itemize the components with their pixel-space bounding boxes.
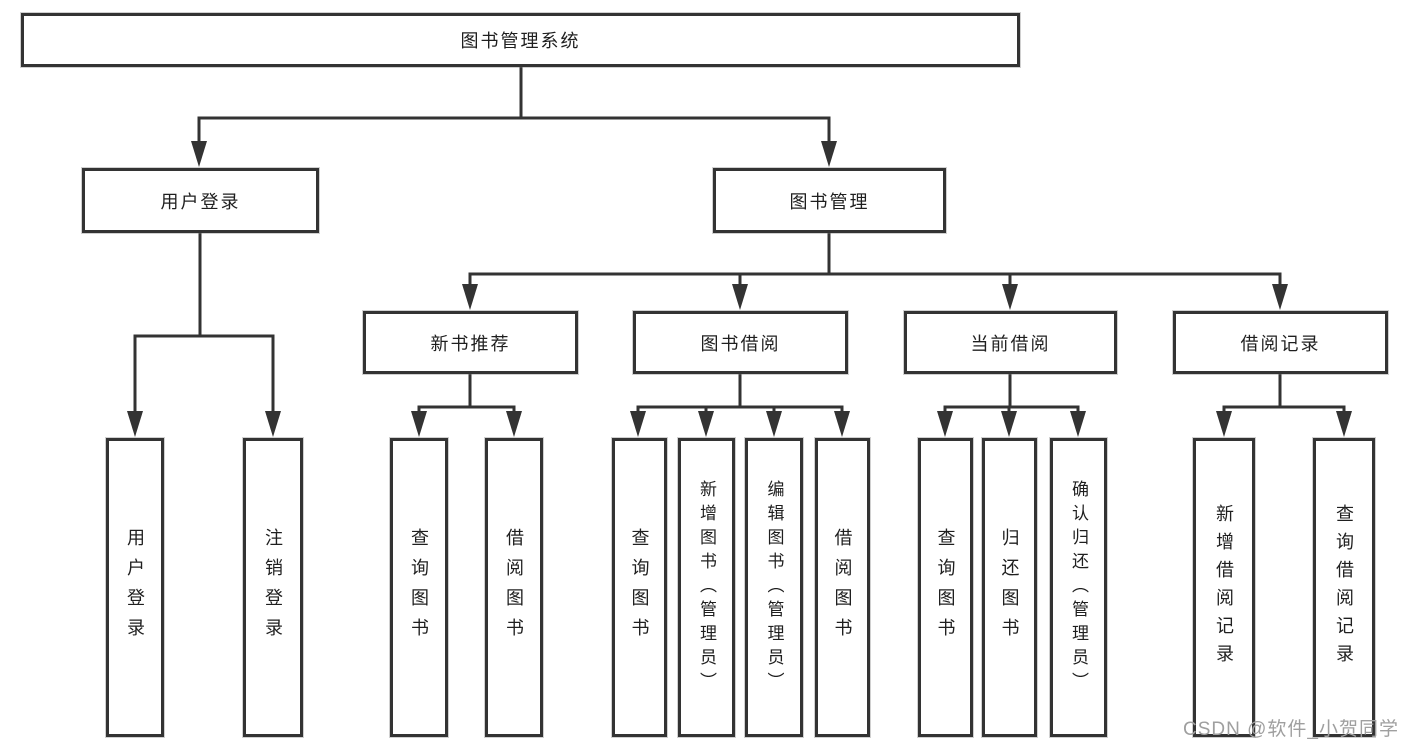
arrowhead (630, 411, 646, 437)
arrowhead (834, 411, 850, 437)
node-label: 当前借阅 (970, 333, 1051, 354)
node-leaf-edit-books-admin: 编辑图书（管理员） (745, 438, 803, 737)
node-library-system: 图书管理系统 (21, 13, 1020, 67)
arrowhead (1216, 411, 1232, 437)
node-label: 查询图书 (409, 527, 429, 648)
node-new-book-recommend: 新书推荐 (363, 311, 578, 374)
node-label: 借阅记录 (1240, 333, 1321, 354)
node-leaf-user-login: 用户登录 (106, 438, 164, 737)
node-book-borrowing: 图书借阅 (633, 311, 848, 374)
node-label: 新书推荐 (430, 333, 511, 354)
node-leaf-newbook-query-books: 查询图书 (390, 438, 448, 737)
arrowhead (1001, 411, 1017, 437)
node-leaf-add-borrow-record: 新增借阅记录 (1193, 438, 1255, 737)
node-label: 新增借阅记录 (1214, 503, 1234, 672)
node-label: 编辑图书（管理员） (764, 479, 784, 696)
csdn-watermark: CSDN @软件_小贺同学 (1183, 719, 1399, 740)
node-leaf-return-books: 归还图书 (982, 438, 1037, 737)
node-leaf-confirm-return-admin: 确认归还（管理员） (1050, 438, 1107, 737)
arrowhead (265, 411, 281, 437)
node-label: 查询借阅记录 (1334, 503, 1354, 672)
node-book-management: 图书管理 (713, 168, 946, 233)
node-label: 用户登录 (125, 527, 145, 648)
node-label: 注销登录 (263, 527, 283, 648)
arrowhead (127, 411, 143, 437)
arrowhead (1070, 411, 1086, 437)
node-leaf-borrow-books: 借阅图书 (815, 438, 870, 737)
arrowhead (462, 284, 478, 310)
arrowhead (411, 411, 427, 437)
node-label: 新增图书（管理员） (697, 479, 716, 696)
arrowhead (1002, 284, 1018, 310)
node-current-borrowing: 当前借阅 (904, 311, 1117, 374)
node-borrow-records: 借阅记录 (1173, 311, 1388, 374)
node-leaf-borrowing-query-books: 查询图书 (612, 438, 667, 737)
arrowheads (127, 141, 1352, 437)
connector-lines (133, 67, 1346, 420)
node-label: 确认归还（管理员） (1069, 479, 1088, 696)
node-label: 借阅图书 (832, 527, 853, 648)
node-leaf-query-borrow-record: 查询借阅记录 (1313, 438, 1375, 737)
arrowhead (937, 411, 953, 437)
node-label: 归还图书 (999, 527, 1020, 648)
node-leaf-newbook-borrow-books: 借阅图书 (485, 438, 543, 737)
arrowhead (766, 411, 782, 437)
node-label: 图书借阅 (700, 333, 781, 354)
arrowhead (698, 411, 714, 437)
node-leaf-current-query-books: 查询图书 (918, 438, 973, 737)
arrowhead (1336, 411, 1352, 437)
arrowhead (732, 284, 748, 310)
arrowhead (821, 141, 837, 167)
arrowhead (506, 411, 522, 437)
node-label: 用户登录 (160, 191, 241, 212)
node-label: 查询图书 (629, 527, 650, 648)
node-label: 图书管理系统 (460, 31, 581, 51)
arrowhead (191, 141, 207, 167)
node-label: 查询图书 (935, 527, 956, 648)
node-label: 图书管理 (789, 191, 870, 212)
arrowhead (1272, 284, 1288, 310)
node-user-login: 用户登录 (82, 168, 319, 233)
node-leaf-add-books-admin: 新增图书（管理员） (678, 438, 735, 737)
node-label: 借阅图书 (504, 527, 524, 648)
node-leaf-logout: 注销登录 (243, 438, 303, 737)
